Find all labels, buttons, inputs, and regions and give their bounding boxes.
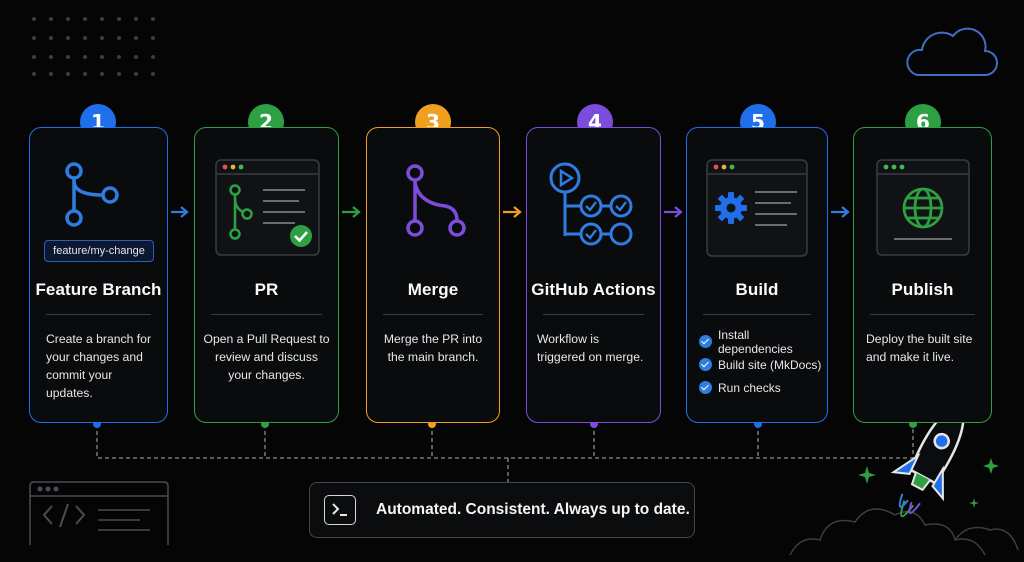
- step-description: Open a Pull Request to review and discus…: [203, 332, 330, 382]
- check-label: Run checks: [718, 380, 781, 395]
- arrow-5-6: [831, 206, 850, 218]
- check-icon: [699, 335, 712, 348]
- step-description: Deploy the built site and make it live.: [866, 332, 973, 364]
- arrow-3-4: [503, 206, 522, 218]
- check-icon: [699, 381, 712, 394]
- divider: [870, 314, 975, 315]
- dot-grid: [32, 17, 155, 76]
- divider: [383, 314, 483, 315]
- step-card-pr: PR Open a Pull Request to review and dis…: [194, 127, 339, 423]
- divider: [703, 314, 811, 315]
- check-label: Install dependencies: [718, 327, 793, 356]
- list-item: Install dependencies: [699, 327, 827, 356]
- step-description: Create a branch for your changes and com…: [46, 332, 152, 400]
- check-label: Build site (MkDocs): [718, 357, 822, 372]
- workflow-play-icon: [549, 162, 633, 246]
- globe-window-icon: [876, 159, 970, 256]
- step-title: Build: [735, 280, 779, 299]
- build-checklist: Install dependencies Build site (MkDocs)…: [699, 327, 827, 399]
- dashed-bus: [96, 424, 914, 482]
- arrow-1-2: [171, 206, 189, 218]
- step-card-merge: Merge Merge the PR into the main branch.: [366, 127, 500, 423]
- cloud-outline: [789, 508, 986, 556]
- step-card-github-actions: GitHub Actions Workflow is triggered on …: [526, 127, 661, 423]
- step-card-build: Build Install dependencies Build site (M…: [686, 127, 828, 423]
- step-card-feature-branch: feature/my-change Feature Branch Create …: [29, 127, 168, 423]
- cloud-icon: [906, 27, 998, 76]
- step-title: Publish: [891, 280, 954, 299]
- step-title: GitHub Actions: [531, 280, 656, 299]
- footer-tagline: Automated. Consistent. Always up to date…: [376, 501, 690, 518]
- gear-window-icon: [706, 159, 808, 257]
- step-title: Merge: [407, 280, 459, 299]
- terminal-icon: [324, 495, 356, 525]
- arrow-2-3: [342, 206, 361, 218]
- footer-tagline-box: Automated. Consistent. Always up to date…: [309, 482, 695, 538]
- check-icon: [699, 358, 712, 371]
- list-item: Run checks: [699, 376, 827, 399]
- arrow-4-5: [664, 206, 683, 218]
- pull-request-window-icon: [215, 159, 320, 256]
- step-description: Workflow is triggered on merge.: [537, 332, 644, 364]
- divider: [211, 314, 322, 315]
- sparkles: [858, 458, 999, 508]
- git-branch-icon: [65, 162, 119, 227]
- step-card-publish: Publish Deploy the built site and make i…: [853, 127, 992, 423]
- step-title: PR: [254, 280, 279, 299]
- rocket-icon: [890, 402, 965, 518]
- step-description: Merge the PR into the main branch.: [383, 332, 483, 364]
- code-window-icon: [29, 481, 169, 545]
- step-title: Feature Branch: [35, 280, 162, 299]
- divider: [543, 314, 644, 315]
- list-item: Build site (MkDocs): [699, 353, 827, 376]
- divider: [46, 314, 151, 315]
- git-merge-icon: [406, 164, 466, 237]
- branch-name-chip: feature/my-change: [44, 240, 154, 262]
